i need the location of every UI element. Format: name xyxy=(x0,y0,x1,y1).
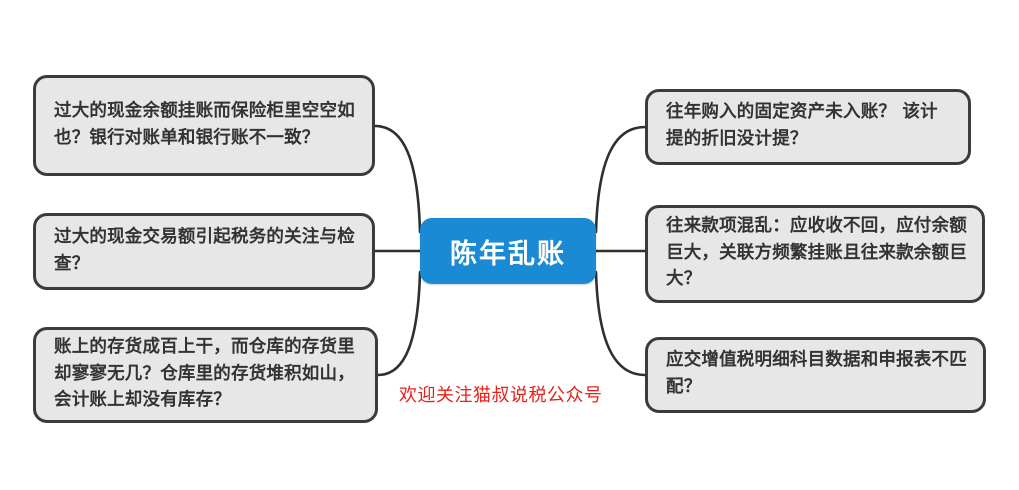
branch-label: 应交增值税明细科目数据和申报表不匹配？ xyxy=(666,350,967,397)
branch-node-receivables[interactable]: 往来款项混乱：应收收不回，应付余额巨大，关联方频繁挂账且往来款余额巨大？ xyxy=(645,205,985,303)
branch-node-vat[interactable]: 应交增值税明细科目数据和申报表不匹配？ xyxy=(645,337,986,413)
connector-fixed-assets xyxy=(594,125,647,234)
branch-label: 往年购入的固定资产未入账？ 该计提的折旧没计提？ xyxy=(666,102,938,149)
branch-node-inventory[interactable]: 账上的存货成百上干，而仓库的存货里却寥寥无几？仓库里的存货堆积如山，会计账上却没… xyxy=(33,327,378,423)
branch-node-cash-trade[interactable]: 过大的现金交易额引起税务的关注与检查？ xyxy=(33,213,375,290)
connector-cash-balance xyxy=(373,124,422,234)
central-node-label: 陈年乱账 xyxy=(450,238,566,270)
branch-label: 过大的现金交易额引起税务的关注与检查？ xyxy=(54,226,355,274)
central-node[interactable]: 陈年乱账 xyxy=(420,218,596,284)
branch-label: 账上的存货成百上干，而仓库的存货里却寥寥无几？仓库里的存货堆积如山，会计账上却没… xyxy=(54,337,355,411)
branch-node-fixed-assets[interactable]: 往年购入的固定资产未入账？ 该计提的折旧没计提？ xyxy=(645,89,971,165)
watermark: 欢迎关注猫叔说税公众号 xyxy=(399,385,603,406)
connector-vat xyxy=(594,270,647,377)
branch-label: 过大的现金余额挂账而保险柜里空空如也？银行对账单和银行账不一致？ xyxy=(54,100,355,148)
branch-label: 往来款项混乱：应收收不回，应付余额巨大，关联方频繁挂账且往来款余额巨大？ xyxy=(666,216,967,290)
connector-inventory xyxy=(376,270,422,377)
branch-node-cash-balance[interactable]: 过大的现金余额挂账而保险柜里空空如也？银行对账单和银行账不一致？ xyxy=(33,75,375,176)
